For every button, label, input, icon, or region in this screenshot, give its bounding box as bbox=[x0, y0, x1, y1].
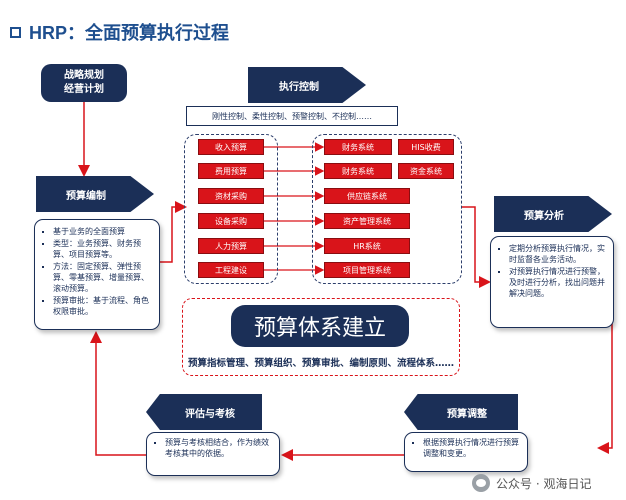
system-fund: 资金系统 bbox=[398, 163, 454, 179]
budget-compile-list: 基于业务的全面预算 类型：业务预算、财务预算、项目预算等。 方法：固定预算、弹性… bbox=[34, 219, 160, 330]
budget-compile-label: 预算编制 bbox=[36, 176, 154, 212]
arrow-analysis-to-adjustment bbox=[597, 292, 613, 454]
watermark: 公众号 · 观海日记 bbox=[472, 474, 591, 492]
budget-item-hr: 人力预算 bbox=[198, 238, 264, 254]
system-finance-2: 财务系统 bbox=[324, 163, 392, 179]
budget-item-materials: 资材采购 bbox=[198, 188, 264, 204]
execution-control-label: 执行控制 bbox=[248, 67, 366, 103]
budget-analysis-label: 预算分析 bbox=[494, 196, 612, 232]
budget-analysis-list: 定期分析预算执行情况，实时监督各业务活动。 对预算执行情况进行预警，及时进行分析… bbox=[490, 236, 614, 328]
list-item: 预算与考核相结合，作为绩效考核其中的依据。 bbox=[165, 437, 273, 459]
systems-frame bbox=[312, 134, 462, 284]
system-his: HIS收费 bbox=[398, 139, 454, 155]
system-build-frame: 预算体系建立 预算指标管理、预算组织、预算审批、编制原则、流程体系…… bbox=[182, 298, 460, 376]
budget-items-frame bbox=[184, 134, 278, 284]
budget-item-expense: 费用预算 bbox=[198, 163, 264, 179]
system-asset: 资产管理系统 bbox=[324, 213, 410, 229]
system-hr: HR系统 bbox=[324, 238, 410, 254]
strategy-box: 战略规划 经营计划 bbox=[41, 64, 127, 102]
budget-item-income: 收入预算 bbox=[198, 139, 264, 155]
system-supply-chain: 供应链系统 bbox=[324, 188, 410, 204]
system-project: 项目管理系统 bbox=[324, 262, 410, 278]
evaluation-label: 评估与考核 bbox=[146, 394, 262, 430]
list-item: 定期分析预算执行情况，实时监督各业务活动。 bbox=[509, 243, 607, 265]
control-methods-bar: 刚性控制、柔性控制、预警控制、不控制…… bbox=[186, 106, 398, 126]
list-item: 预算审批：基于流程、角色权限审批。 bbox=[53, 295, 153, 317]
list-item: 方法：固定预算、弹性预算、零基预算、增量预算、滚动预算。 bbox=[53, 261, 153, 294]
wechat-icon bbox=[472, 474, 490, 492]
budget-item-equipment: 设备采购 bbox=[198, 213, 264, 229]
adjustment-list: 根据预算执行情况进行预算调整和变更。 bbox=[404, 432, 528, 472]
list-item: 对预算执行情况进行预警，及时进行分析，找出问题并解决问题。 bbox=[509, 266, 607, 299]
strategy-line1: 战略规划 bbox=[64, 70, 104, 81]
arrow-compile-to-execution bbox=[160, 201, 187, 263]
system-build-title: 预算体系建立 bbox=[231, 305, 409, 347]
list-item: 基于业务的全面预算 bbox=[53, 226, 153, 237]
title-square-icon bbox=[10, 26, 21, 38]
list-item: 类型：业务预算、财务预算、项目预算等。 bbox=[53, 238, 153, 260]
system-finance-1: 财务系统 bbox=[324, 139, 392, 155]
arrow-evaluation-to-compile bbox=[90, 331, 148, 456]
evaluation-list: 预算与考核相结合，作为绩效考核其中的依据。 bbox=[146, 432, 280, 476]
watermark-text: 公众号 · 观海日记 bbox=[496, 476, 592, 491]
budget-item-project: 工程建设 bbox=[198, 262, 264, 278]
page-title: HRP：全面预算执行过程 bbox=[10, 20, 229, 44]
strategy-line2: 经营计划 bbox=[64, 84, 104, 95]
arrow-execution-to-analysis bbox=[462, 206, 491, 288]
list-item: 根据预算执行情况进行预算调整和变更。 bbox=[423, 437, 521, 459]
page-title-text: HRP：全面预算执行过程 bbox=[29, 23, 230, 43]
adjustment-label: 预算调整 bbox=[404, 394, 518, 430]
system-build-subtitle: 预算指标管理、预算组织、预算审批、编制原则、流程体系…… bbox=[187, 358, 454, 369]
